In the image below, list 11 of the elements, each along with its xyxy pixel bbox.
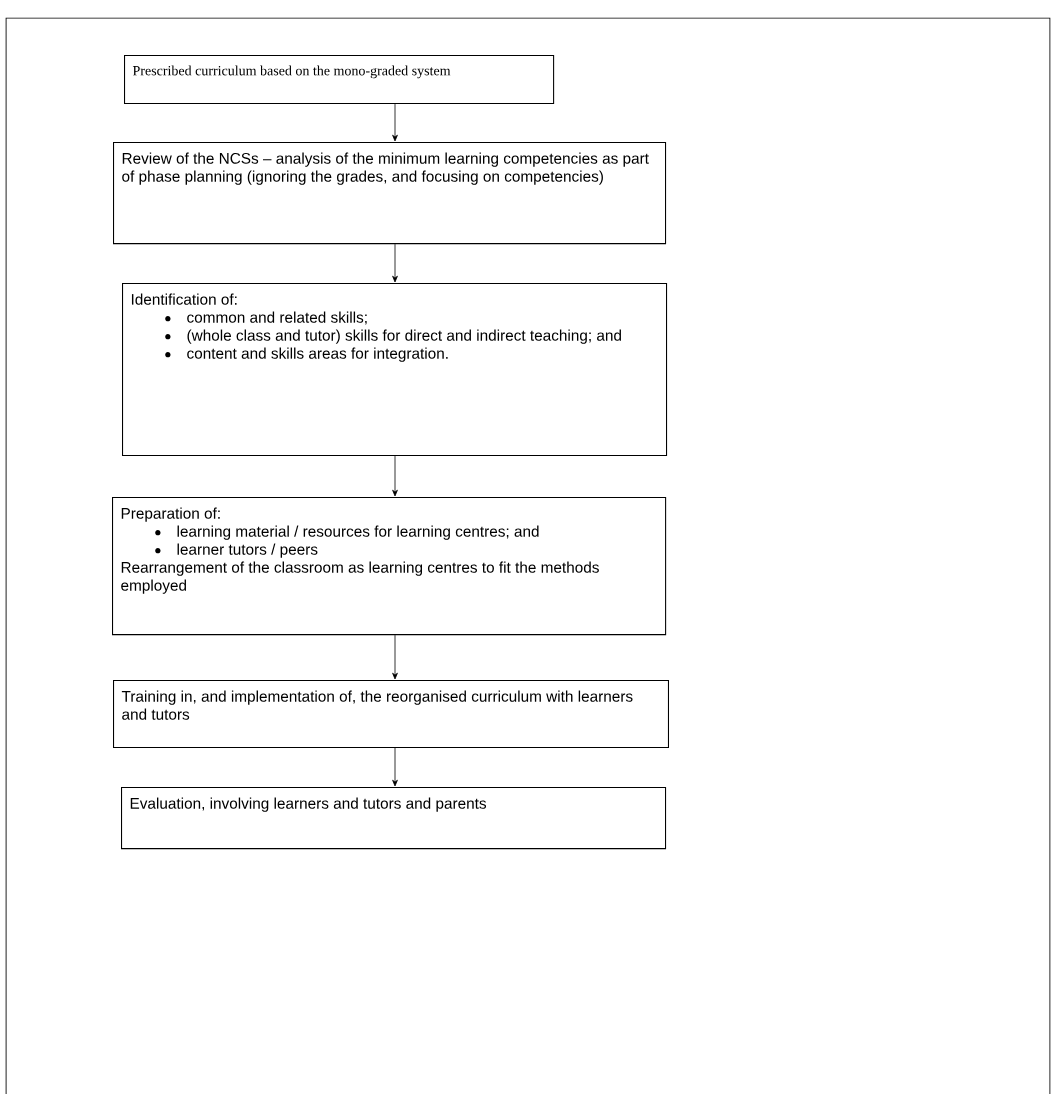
arrow xyxy=(392,634,398,680)
process-box: Preparation of: learning material / resources for learning centres; and learner tutors / peers Rearrangement of the classroom as learning centres to fit the methods employed xyxy=(112,497,667,636)
arrow xyxy=(392,747,398,787)
arrow xyxy=(392,243,398,283)
process-box: Prescribed curriculum based on the mono-graded system xyxy=(124,55,555,105)
process-box: Evaluation, involving learners and tutors and parents xyxy=(121,787,667,850)
process-box: Identification of: common and related skills; (whole class and tutor) skills for direct and indirect teaching; and content and skills areas for integration. xyxy=(122,283,668,457)
arrow xyxy=(392,103,398,142)
process-box: Review of the NCSs – analysis of the minimum learning competencies as part of phase planning (ignoring the grades, and focusing on competencies) xyxy=(113,142,667,245)
arrow xyxy=(392,455,398,497)
process-box: Training in, and implementation of, the reorganised curriculum with learners and tutors xyxy=(113,680,669,748)
